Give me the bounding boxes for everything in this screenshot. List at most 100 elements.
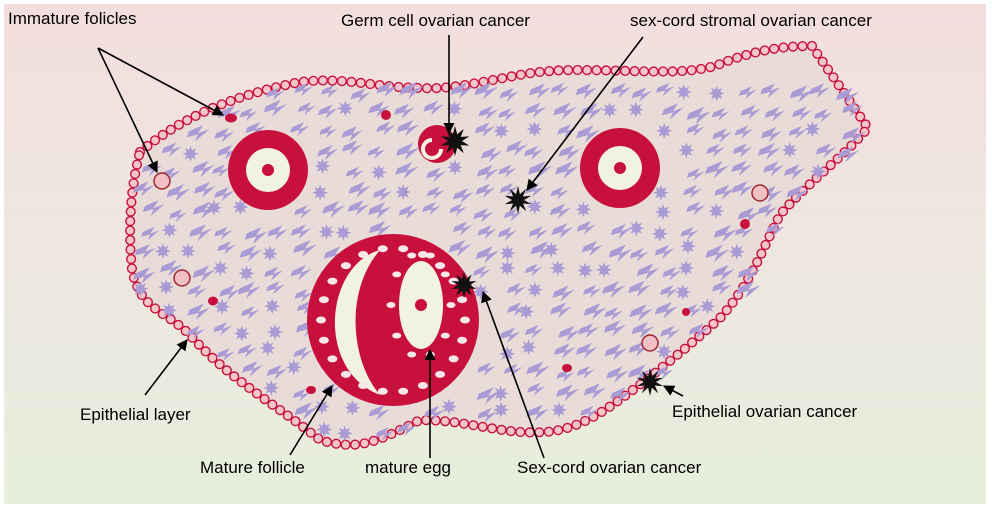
epithelial-cell <box>268 400 277 409</box>
granulosa-cell <box>457 296 467 303</box>
label-epithelial-layer: Epithelial layer <box>80 405 191 425</box>
epithelial-cell <box>563 424 572 433</box>
epithelial-cell <box>497 426 506 435</box>
epithelial-cell <box>175 120 184 129</box>
granulosa-cell <box>392 271 401 277</box>
granulosa-cell <box>392 333 401 339</box>
label-mature-egg: mature egg <box>365 458 451 478</box>
epithelial-cell <box>328 76 337 85</box>
epithelial-cell <box>290 79 299 88</box>
epithelial-cell <box>715 60 724 69</box>
epithelial-cell <box>834 81 843 90</box>
epithelial-cell <box>798 42 807 51</box>
epithelial-cell <box>260 395 269 404</box>
granulosa-cell <box>435 262 445 269</box>
epithelial-cell <box>126 245 135 254</box>
epithelial-cell <box>666 356 675 365</box>
epithelial-cell <box>808 42 817 51</box>
epithelial-cell <box>706 63 715 72</box>
granulosa-cell <box>358 251 368 258</box>
epithelial-cell <box>785 200 794 209</box>
follicle-right <box>580 128 660 208</box>
epithelial-cell <box>856 112 865 121</box>
epithelial-cell <box>244 91 253 100</box>
epithelial-cell <box>572 420 581 429</box>
stroma-star <box>551 402 567 418</box>
mature-follicle-shape <box>307 234 479 406</box>
epithelial-cell <box>332 439 341 448</box>
epithelial-cell <box>751 48 760 57</box>
epithelial-cell <box>628 386 637 395</box>
granulosa-cell <box>341 371 351 378</box>
granulosa-cell <box>447 302 456 308</box>
epithelial-cell <box>133 160 142 169</box>
epithelial-cell <box>742 51 751 60</box>
epithelial-cell <box>366 80 375 89</box>
epithelial-cell <box>191 112 200 121</box>
epithelial-cell <box>369 437 378 446</box>
epithelial-cell <box>728 298 737 307</box>
epithelial-cell <box>805 180 814 189</box>
epithelial-cell <box>338 77 347 86</box>
epithelial-cell <box>516 428 525 437</box>
epithelial-cell <box>659 67 668 76</box>
granulosa-cell <box>398 388 408 395</box>
epithelial-cell <box>507 72 516 81</box>
epithelial-cell <box>592 66 601 75</box>
epithelial-cell <box>245 384 254 393</box>
epithelial-cell <box>535 68 544 77</box>
epithelial-cell <box>126 236 135 245</box>
epithelial-cell <box>697 65 706 74</box>
epithelial-cell <box>760 46 769 55</box>
epithelial-cell <box>281 81 290 90</box>
epithelial-cell <box>813 49 822 58</box>
epithelial-cell <box>602 66 611 75</box>
epithelial-cell <box>688 338 697 347</box>
epithelial-cell <box>488 424 497 433</box>
epithelial-cell <box>208 354 217 363</box>
epithelial-cell <box>779 207 788 216</box>
epithelial-cell <box>526 69 535 78</box>
epithelial-cell <box>431 416 440 425</box>
epithelial-cell <box>131 170 140 179</box>
label-germ-cell-cancer: Germ cell ovarian cancer <box>341 11 530 31</box>
arrow-epithelial-layer <box>145 340 187 395</box>
epithelial-cell <box>640 67 649 76</box>
epithelial-cell <box>200 107 209 116</box>
epithelial-cell <box>195 340 204 349</box>
epithelial-cell <box>127 255 136 264</box>
epithelial-cell <box>341 440 350 449</box>
epithelial-cell <box>544 427 553 436</box>
epithelial-cell <box>151 136 160 145</box>
epithelial-cell <box>818 57 827 66</box>
epithelial-cell <box>573 66 582 75</box>
epithelial-cell <box>678 67 687 76</box>
epithelial-cell <box>166 315 175 324</box>
epithelial-cell <box>770 44 779 53</box>
epithelial-cell <box>226 97 235 106</box>
granulosa-cell <box>441 333 450 339</box>
granulosa-cell <box>441 271 450 277</box>
epithelial-cell <box>291 417 300 426</box>
epithelial-cell <box>253 88 262 97</box>
epithelial-cell <box>649 67 658 76</box>
epithelial-cell <box>597 408 606 417</box>
epithelial-cell <box>151 304 160 313</box>
granulosa-cell <box>418 382 428 389</box>
epithelial-cell <box>235 93 244 102</box>
epithelial-cell <box>733 53 742 62</box>
epithelial-cell <box>306 428 315 437</box>
follicle-left <box>228 130 308 210</box>
epithelial-cell <box>498 74 507 83</box>
granulosa-cell <box>327 355 337 362</box>
epithelial-cell <box>183 116 192 125</box>
arrow-epithelial-cancer <box>664 386 683 396</box>
epithelial-cell <box>829 73 838 82</box>
epithelial-cell <box>673 350 682 359</box>
label-sex-cord-cancer: Sex-cord ovarian cancer <box>517 458 701 478</box>
granulosa-cell <box>457 337 467 344</box>
epithelial-cell <box>127 264 136 273</box>
epithelial-cell <box>450 418 459 427</box>
epithelial-cell <box>126 207 135 216</box>
